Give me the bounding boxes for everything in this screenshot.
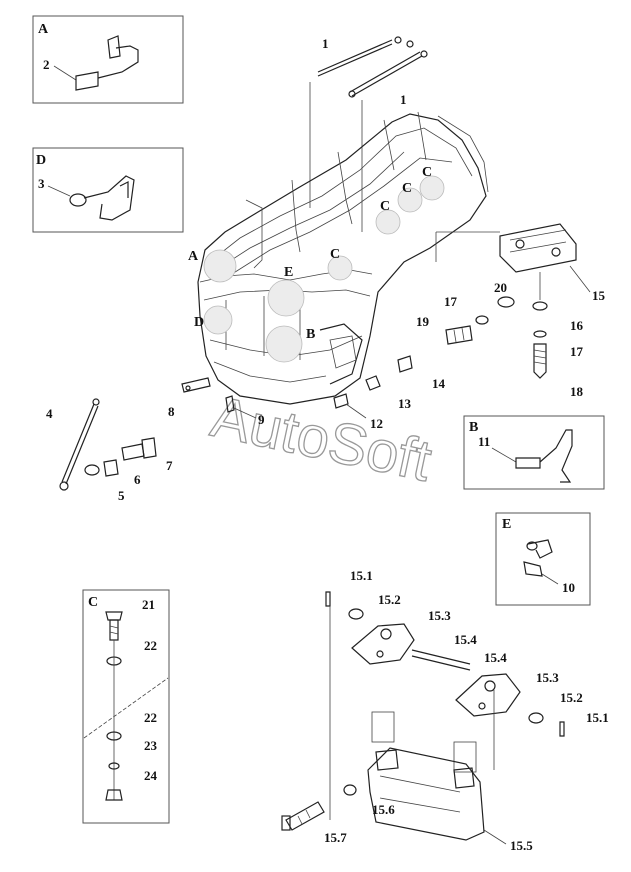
label-6: 6 [134, 472, 141, 487]
zone-c3-label: C [402, 181, 412, 196]
rod-assembly-1: 1 1 [309, 36, 428, 232]
label-20: 20 [494, 280, 507, 295]
label-17a: 17 [444, 294, 458, 309]
label-14: 14 [432, 376, 446, 391]
label-15-3a: 15.3 [428, 608, 451, 623]
label-2: 2 [43, 57, 50, 72]
label-15-4b: 15.4 [484, 650, 507, 665]
detail-box-d: D 3 [32, 147, 184, 233]
box-b-letter: B [469, 420, 478, 435]
label-9: 9 [258, 412, 265, 427]
zone-c4-label: C [422, 165, 432, 180]
label-21: 21 [142, 597, 155, 612]
fastener-group-12-14: 12 13 14 [333, 355, 446, 431]
label-15-6: 15.6 [372, 802, 395, 817]
label-15-1b: 15.1 [586, 710, 609, 725]
box-a-letter: A [38, 22, 49, 37]
zone-b-label: B [306, 327, 315, 342]
zone-c1-label: C [330, 247, 340, 262]
label-15-2b: 15.2 [560, 690, 583, 705]
strut-assembly: 4 5 6 7 8 9 [46, 377, 265, 503]
label-24: 24 [144, 768, 158, 783]
detail-box-a: A 2 [32, 15, 184, 104]
label-12: 12 [370, 416, 383, 431]
label-1a: 1 [322, 36, 329, 51]
label-15-7: 15.7 [324, 830, 347, 845]
hinge-exploded-assembly: 15.1 15.2 15.3 15.4 15.4 15.3 15.2 15.1 … [281, 568, 609, 853]
bracket-part-icon [75, 35, 139, 91]
label-8: 8 [168, 404, 175, 419]
zone-a-label: A [188, 249, 199, 264]
label-19: 19 [416, 314, 430, 329]
label-1b: 1 [400, 92, 407, 107]
label-3: 3 [38, 176, 45, 191]
hinge-mount-assembly: 15 16 17 18 20 17 19 [416, 223, 606, 399]
box-c-letter: C [88, 595, 98, 610]
detail-box-e: E 10 [495, 512, 591, 606]
label-15-2a: 15.2 [378, 592, 401, 607]
label-16: 16 [570, 318, 584, 333]
box-d-letter: D [36, 153, 46, 168]
zone-e-label: E [284, 265, 293, 280]
label-15-1a: 15.1 [350, 568, 373, 583]
label-7: 7 [166, 458, 173, 473]
label-15-5: 15.5 [510, 838, 533, 853]
zone-d-label: D [194, 315, 204, 330]
zone-callouts: A E D B C C C C [188, 165, 445, 363]
label-22b: 22 [144, 710, 157, 725]
label-17b: 17 [570, 344, 584, 359]
label-22a: 22 [144, 638, 157, 653]
label-15-3b: 15.3 [536, 670, 559, 685]
label-10: 10 [562, 580, 575, 595]
label-18: 18 [570, 384, 584, 399]
detail-box-c: C 21 22 22 23 24 [82, 589, 170, 824]
label-15: 15 [592, 288, 606, 303]
label-23: 23 [144, 738, 158, 753]
label-4: 4 [46, 406, 53, 421]
box-e-letter: E [502, 517, 511, 532]
label-13: 13 [398, 396, 412, 411]
label-15-4a: 15.4 [454, 632, 477, 647]
cab-frame [197, 111, 489, 405]
label-5: 5 [118, 488, 125, 503]
bracket-part-icon [69, 175, 135, 221]
detail-box-b: B 11 [463, 415, 605, 490]
label-11: 11 [478, 434, 490, 449]
zone-c2-label: C [380, 199, 390, 214]
